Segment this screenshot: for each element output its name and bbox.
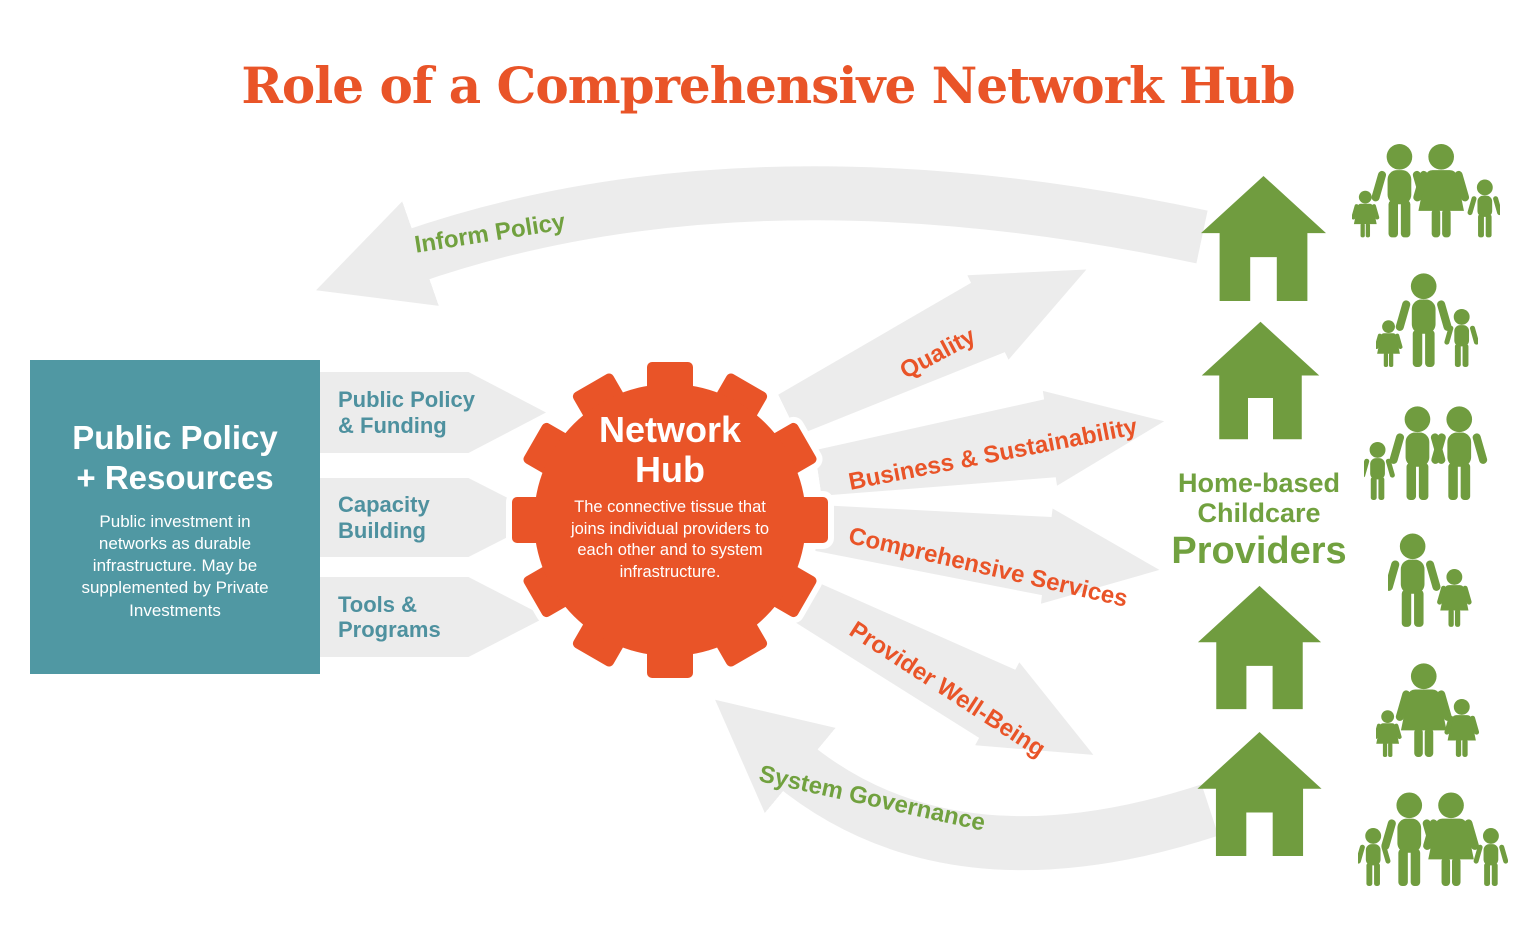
family-icon — [1358, 792, 1508, 886]
hub-heading: Network Hub — [598, 409, 742, 490]
family-icon — [1388, 533, 1479, 627]
input-arrow-label: Tools &Programs — [338, 591, 441, 642]
family-icon — [1364, 406, 1488, 500]
family-icon — [1376, 663, 1481, 757]
house-icon — [1197, 731, 1322, 857]
input-arrow-label: Public Policy& Funding — [338, 387, 475, 438]
inform-policy-label: Inform Policy — [412, 208, 568, 259]
house-icon — [1201, 321, 1320, 440]
system-governance-label: System Governance — [756, 760, 988, 837]
policy-box-description: Public investment in networks as durable… — [81, 512, 269, 620]
family-icon — [1352, 143, 1500, 238]
hub-description: The connective tissue that joins individ… — [570, 498, 770, 581]
network-hub-text: Network Hub The connective tissue that j… — [558, 410, 782, 583]
house-icon — [1200, 175, 1327, 302]
public-policy-resources-box: Public Policy + Resources Public investm… — [30, 360, 320, 674]
page-title: Role of a Comprehensive Network Hub — [241, 56, 1295, 115]
gear-icon — [506, 356, 834, 684]
family-icon — [1376, 273, 1478, 367]
policy-box-heading: Public Policy + Resources — [72, 419, 278, 496]
house-icon — [1197, 585, 1322, 710]
home-based-childcare-providers-label: Home-based Childcare Providers — [1171, 468, 1347, 572]
